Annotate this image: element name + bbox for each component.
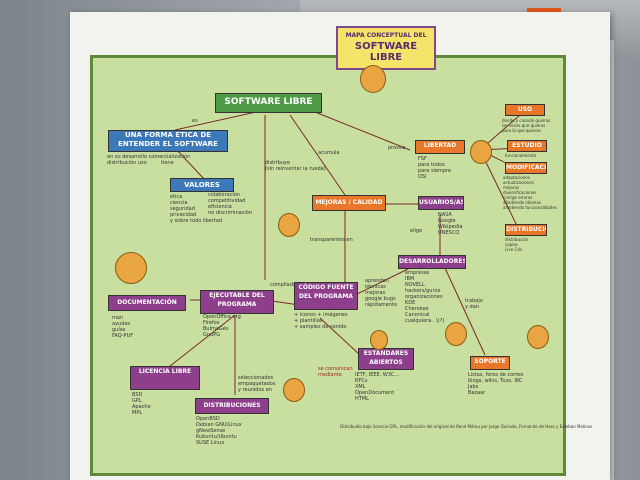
- node-estudio: ESTUDIO: [507, 140, 547, 152]
- label-trabajo: trabajo y dan: [465, 298, 483, 310]
- label-transparentes: transparentes en: [310, 237, 353, 243]
- label-seleccionados: seleccionados empaquetados y reunidos en: [238, 375, 276, 393]
- node-licencia-libre: LICENCIA LIBRE: [130, 366, 200, 390]
- poster-title-line2: SOFTWARE LIBRE: [354, 41, 418, 63]
- estudio-sub: funcionamiento: [505, 153, 537, 158]
- soporte-list: Listas, foros de correo blogs, wikis, Tu…: [468, 372, 524, 396]
- node-distribuciones: DISTRIBUCIONES: [195, 398, 269, 414]
- label-comunica: se comunican mediante: [318, 366, 353, 378]
- poster-title-line1: MAPA CONCEPTUAL DEL: [345, 32, 427, 39]
- usuarios-examples: NASA Google Wikipedia UNESCO: [438, 212, 463, 236]
- distribuciones-list: OpenBSD Debian GNU/Linux gNewSense Kubun…: [196, 416, 242, 446]
- node-desarrolladores: DESARROLLADORES/AS: [398, 255, 466, 269]
- node-soporte: SOPORTE: [470, 356, 510, 370]
- node-uso: USO: [505, 104, 545, 116]
- node-codigo-fuente: CÓDIGO FUENTE DEL PROGRAMA: [294, 282, 358, 310]
- mascot-right: [470, 140, 492, 164]
- node-valores: VALORES: [170, 178, 234, 192]
- node-documentacion: DOCUMENTACIÓN: [108, 295, 186, 311]
- estandares-list: IETF, IEEE, W3C... RFCs XML OpenDocument…: [355, 372, 400, 402]
- node-usuarios: USUARIOS/AS: [418, 196, 464, 210]
- label-aprenden: aprenden técnicas mejoras google bugs rá…: [365, 278, 398, 308]
- node-ejecutable: EJECUTABLE DEL PROGRAMA: [200, 290, 274, 314]
- node-mejoras-calidad: MEJORAS / CALIDAD: [312, 195, 386, 211]
- documentacion-list: man ayudas guías FAQ-PUF: [112, 315, 134, 339]
- label-compilado: compilado: [270, 282, 296, 288]
- label-es: es: [192, 118, 198, 124]
- mascot-bottom-center: [370, 330, 388, 350]
- node-modificacion: MODIFICACIÓN: [505, 162, 547, 174]
- node-forma-etica: UNA FORMA ÉTICA DE ENTENDER EL SOFTWARE: [108, 130, 228, 152]
- valores-list-2: colaboración competitividad eficiencia n…: [208, 192, 253, 216]
- label-distribuye: distribuye (sin reinventar la rueda): [265, 160, 326, 172]
- node-distribucion: DISTRIBUCIÓN: [505, 224, 547, 236]
- modificacion-sub: adaptaciones actualizaciones mejoras div…: [503, 175, 557, 210]
- poster-title: MAPA CONCEPTUAL DEL SOFTWARE LIBRE: [336, 26, 436, 70]
- mascot-bottom-left: [283, 378, 305, 402]
- mascot-top: [360, 65, 386, 93]
- ejecutable-list: OpenOffice.org Firefox BulmaGés GnuPG: [203, 314, 241, 338]
- valores-list: ética ciencia seguridad privacidad y sob…: [170, 194, 223, 224]
- concept-map-poster: [90, 55, 566, 476]
- licencia-list: BSD GPL Apache MPL: [132, 392, 151, 416]
- uso-sub: donde y cuando quieras las veces que qui…: [502, 118, 551, 133]
- distribucion-sub: distribución copias Live Cds: [505, 237, 529, 252]
- node-software-libre: SOFTWARE LIBRE: [215, 93, 322, 113]
- mascot-center: [278, 213, 300, 237]
- codigo-extras: + iconos + imágenes + plantillas + sampl…: [294, 312, 348, 330]
- node-libertad: LIBERTAD: [415, 140, 465, 154]
- label-elige: elige: [410, 228, 423, 234]
- libertad-sub: FSF para todos para siempre OSI: [418, 156, 452, 180]
- mascot-left: [115, 252, 147, 284]
- mascot-bottom-right: [445, 322, 467, 346]
- node-estandares: ESTÁNDARES ABIERTOS: [358, 348, 414, 370]
- desarrolladores-examples: empresas IBM NOVELL hackers/gurús organi…: [405, 270, 445, 324]
- label-provee: provee: [388, 145, 406, 151]
- mascot-far-right: [527, 325, 549, 349]
- poster-footer: Distribuido bajo licencia GPL, modificac…: [340, 424, 593, 429]
- label-acumula: acumula: [318, 150, 340, 156]
- label-desarrollo: en su desarrollo comercialización distri…: [107, 154, 191, 166]
